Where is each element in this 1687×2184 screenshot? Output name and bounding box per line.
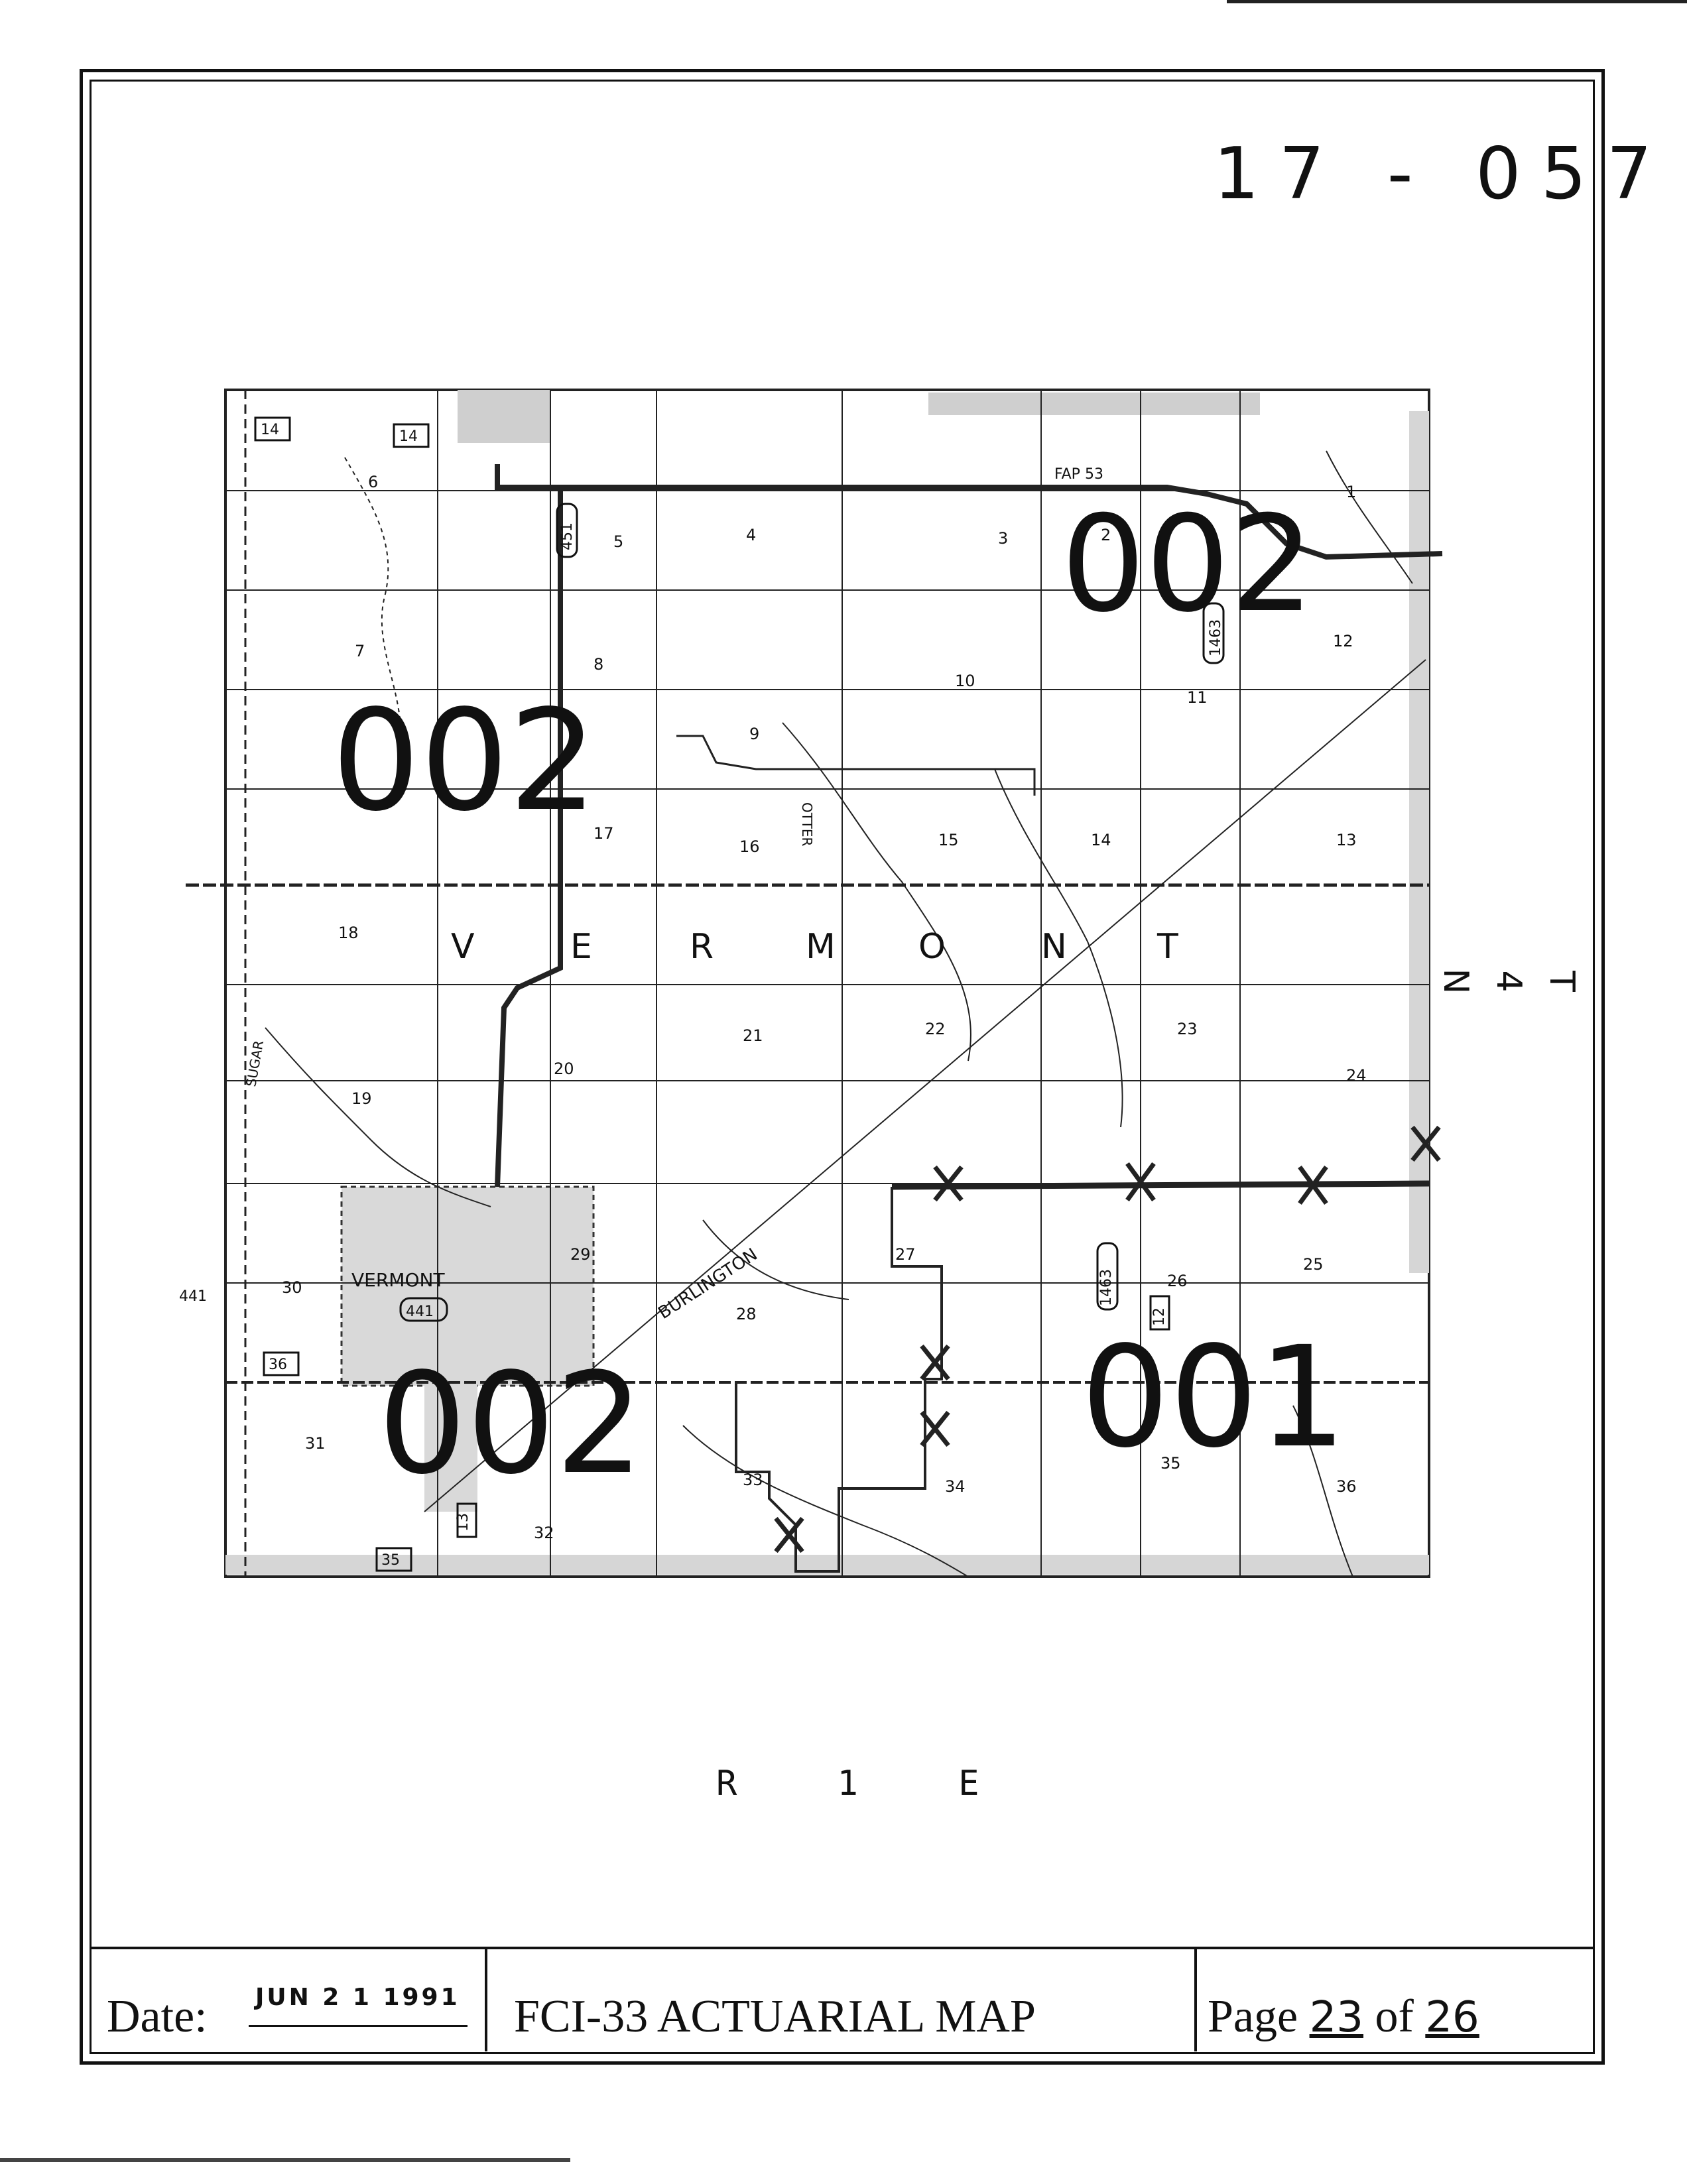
section-21: 21 xyxy=(743,1026,763,1045)
range-label: R 1 E xyxy=(716,1764,1019,1803)
zone-labels: 002 002 002 001 xyxy=(332,487,1347,1505)
section-1: 1 xyxy=(1346,483,1356,501)
section-25: 25 xyxy=(1303,1255,1324,1274)
section-35: 35 xyxy=(1160,1454,1181,1473)
page-label: Page xyxy=(1208,1991,1298,2042)
section-5: 5 xyxy=(613,532,623,551)
page-frame-inner xyxy=(90,80,1595,2054)
section-3: 3 xyxy=(998,529,1008,548)
road-label-14-east: 14 xyxy=(399,428,418,445)
town-name: VERMONT xyxy=(351,1269,445,1291)
township-letter-1: E xyxy=(570,927,592,967)
road-label-451: 451 xyxy=(559,522,576,550)
section-24: 24 xyxy=(1346,1066,1367,1085)
map-number: 17 - 057 xyxy=(1214,133,1672,215)
section-27: 27 xyxy=(895,1245,916,1264)
section-2: 2 xyxy=(1101,526,1111,544)
road-label-441-west: 441 xyxy=(179,1288,207,1305)
section-17: 17 xyxy=(594,824,614,843)
scan-edge-line-bottom xyxy=(0,2158,570,2162)
page-current: 23 xyxy=(1309,1993,1364,2042)
zone-label-001: 001 xyxy=(1081,1316,1347,1479)
township-label: T 4 N xyxy=(1436,902,1582,1061)
road-label-1463-north: 1463 xyxy=(1208,619,1224,656)
section-10: 10 xyxy=(955,672,975,690)
township-letter-5: N xyxy=(1041,927,1067,967)
township-label-text: T 4 N xyxy=(1436,968,1582,995)
section-30: 30 xyxy=(282,1278,302,1297)
section-20: 20 xyxy=(554,1060,574,1078)
zone-label-002-south: 002 xyxy=(378,1343,644,1505)
section-22: 22 xyxy=(925,1020,946,1038)
township-name: V E R M O N T xyxy=(451,927,1178,967)
road-shields xyxy=(254,416,1225,1572)
road-label-1463-south: 1463 xyxy=(1098,1269,1115,1306)
section-6: 6 xyxy=(368,473,378,491)
map-grid xyxy=(186,389,1443,1578)
section-8: 8 xyxy=(594,655,603,674)
township-letter-0: V xyxy=(451,927,475,967)
zone-label-002-west: 002 xyxy=(332,680,597,842)
footer-date-cell: Date: JUN 2 1 1991 xyxy=(90,1949,487,2051)
page-frame-outer xyxy=(80,69,1605,2065)
section-36: 36 xyxy=(1336,1477,1357,1496)
road-label-14-west: 14 xyxy=(261,422,279,438)
section-34: 34 xyxy=(945,1477,966,1496)
section-14: 14 xyxy=(1091,831,1111,849)
place-name-otter: OTTER xyxy=(799,802,815,846)
road-labels: FAP 53 451 1463 441 14 14 36 35 13 12 14… xyxy=(179,422,1224,1569)
section-numbers: 1 2 3 4 5 6 7 8 9 10 11 12 13 14 15 16 1… xyxy=(282,473,1367,1542)
zone-label-002-north: 002 xyxy=(1061,487,1314,642)
road-label-441: 441 xyxy=(406,1304,434,1320)
township-letter-3: M xyxy=(806,927,836,967)
section-7: 7 xyxy=(355,642,365,660)
section-15: 15 xyxy=(938,831,959,849)
section-11: 11 xyxy=(1187,688,1208,707)
road-label-12: 12 xyxy=(1151,1307,1168,1326)
section-33: 33 xyxy=(743,1471,763,1489)
section-13: 13 xyxy=(1336,831,1357,849)
section-31: 31 xyxy=(305,1434,326,1453)
road-label-fap53: FAP 53 xyxy=(1054,466,1103,483)
stipple-town-top xyxy=(458,390,550,443)
section-32: 32 xyxy=(534,1524,554,1542)
page-total: 26 xyxy=(1425,1993,1479,2042)
zone-x-marks xyxy=(774,1125,1441,1553)
date-value: JUN 2 1 1991 xyxy=(255,1984,460,2011)
section-9: 9 xyxy=(749,725,759,743)
section-26: 26 xyxy=(1167,1272,1188,1290)
footer-page-cell: Page 23 of 26 xyxy=(1197,1949,1595,2051)
road-label-36: 36 xyxy=(269,1357,287,1373)
road-label-35: 35 xyxy=(381,1552,400,1569)
township-letter-4: O xyxy=(918,927,946,967)
section-29: 29 xyxy=(570,1245,591,1264)
section-19: 19 xyxy=(351,1089,372,1108)
township-letter-6: T xyxy=(1156,927,1178,967)
footer-table: Date: JUN 2 1 1991 FCI-33 ACTUARIAL MAP … xyxy=(90,1947,1595,2051)
stipple-top xyxy=(928,393,1260,415)
section-23: 23 xyxy=(1177,1020,1198,1038)
page-of: of xyxy=(1375,1991,1414,2042)
scan-edge-line-top xyxy=(1227,0,1687,3)
section-12: 12 xyxy=(1333,632,1353,650)
section-18: 18 xyxy=(338,924,359,942)
page-indicator: Page 23 of 26 xyxy=(1208,1990,1479,2043)
township-letter-2: R xyxy=(690,927,714,967)
section-16: 16 xyxy=(739,837,760,856)
section-4: 4 xyxy=(746,526,756,544)
date-underline xyxy=(249,2025,468,2027)
vermont-town-area xyxy=(340,1185,595,1387)
date-label: Date: xyxy=(107,1991,208,2042)
map-title: FCI-33 ACTUARIAL MAP xyxy=(514,1991,1036,2042)
footer-title-cell: FCI-33 ACTUARIAL MAP xyxy=(487,1949,1197,2051)
section-28: 28 xyxy=(736,1305,757,1323)
